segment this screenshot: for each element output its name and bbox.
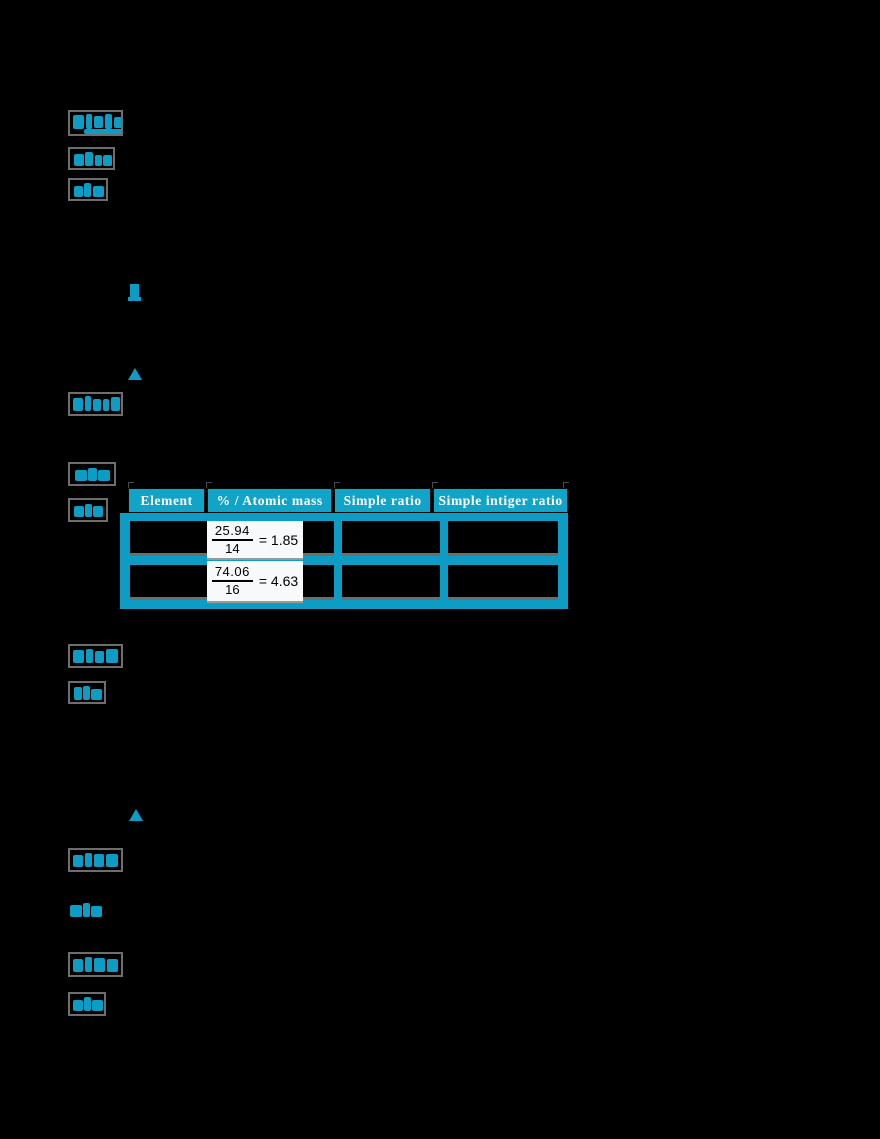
table-header-simple-ratio: Simple ratio [334,488,432,513]
fraction-calculation-row1: 25.94 14 = 1.85 [207,521,303,558]
redacted-text-line-11 [68,952,123,977]
redacted-text-line-9 [68,848,123,872]
fraction-bar-row1 [211,538,253,541]
table-tick-mark [128,482,134,488]
table-cell-integer-ratio-row1[interactable] [448,521,558,553]
table-cell-simple-ratio-row2[interactable] [342,565,440,597]
table-cell-integer-ratio-row2[interactable] [448,565,558,597]
table-cell-element-row2[interactable] [130,565,208,597]
table-header-percent-atomic-mass: % / Atomic mass [207,488,333,513]
redacted-text-line-2 [68,147,115,170]
table-cell-element-row1[interactable] [130,521,208,553]
redacted-text-line-7 [68,644,123,668]
redacted-text-line-10 [68,900,106,924]
redacted-text-line-1 [68,110,123,136]
table-header-simple-integer-ratio: Simple intiger ratio [433,488,568,513]
redacted-text-line-8 [68,681,106,704]
redacted-mark-3 [129,809,143,821]
fraction-calculation-row2: 74.06 16 = 4.63 [207,561,303,601]
fraction-numerator-row1: 25.94 [214,522,250,538]
redacted-text-line-3 [68,178,108,201]
redacted-text-line-4 [68,392,123,416]
table-tick-mark [432,482,438,488]
table-body [120,513,568,609]
redacted-mark-2 [128,368,142,380]
table-tick-mark [563,482,569,488]
fraction-row2: 74.06 16 [211,564,253,597]
redacted-text-line-6 [68,498,108,522]
redacted-text-line-5 [68,462,116,486]
fraction-denominator-row2: 16 [225,582,240,597]
table-header-row: Element % / Atomic mass Simple ratio Sim… [128,488,568,513]
fraction-bar-row2 [211,580,253,582]
redacted-mark-1-stem [128,297,141,301]
fraction-result-row1: = 1.85 [258,531,299,548]
fraction-row1: 25.94 14 [211,522,253,556]
table-cell-simple-ratio-row1[interactable] [342,521,440,553]
fraction-result-row2: = 4.63 [258,573,299,589]
table-header-element: Element [128,488,206,513]
empirical-formula-table: Element % / Atomic mass Simple ratio Sim… [120,482,569,609]
table-tick-mark [334,482,340,488]
fraction-numerator-row2: 74.06 [214,564,250,580]
redacted-text-line-12 [68,992,106,1016]
redacted-mark-1 [130,284,139,299]
table-tick-mark [206,482,212,488]
fraction-denominator-row1: 14 [225,540,240,556]
